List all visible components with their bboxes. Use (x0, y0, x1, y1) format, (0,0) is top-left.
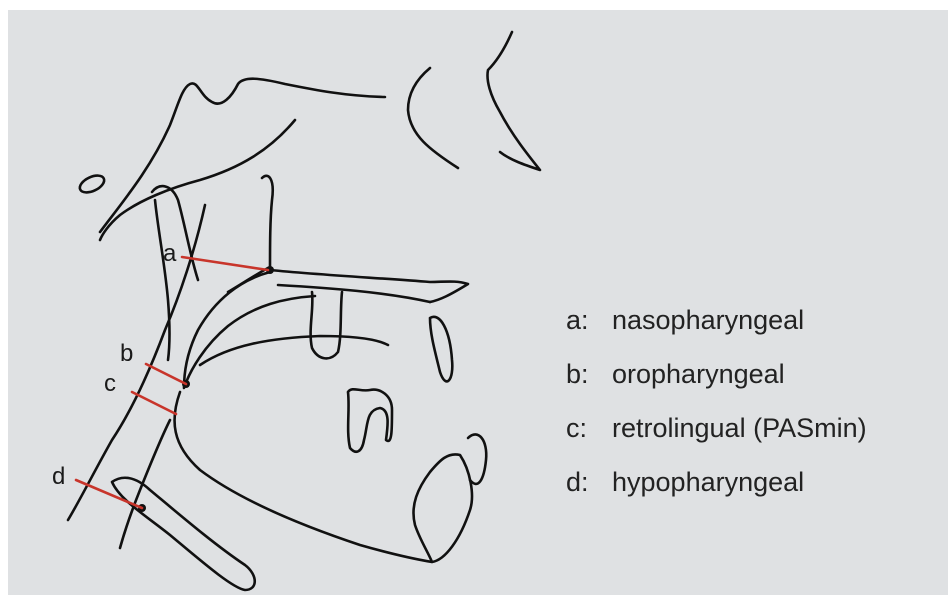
lower-molar-outline (348, 389, 392, 451)
ear-rod-outline (77, 172, 106, 196)
retrolingual-measure-line (132, 392, 176, 414)
cranial-base-outline (100, 79, 385, 232)
legend-item-d: d:hypopharyngeal (566, 467, 867, 521)
point-label-c: c (104, 370, 116, 398)
oropharyngeal-measure-line (146, 364, 186, 384)
legend-key: a: (566, 305, 612, 336)
legend: a:nasopharyngeal b:oropharyngeal c:retro… (566, 305, 867, 521)
hyoid-outline (112, 478, 255, 590)
legend-text: hypopharyngeal (612, 467, 804, 497)
tongue-dorsum (184, 272, 315, 388)
point-label-a: a (163, 240, 176, 268)
lower-incisor-outline (468, 434, 486, 484)
legend-item-b: b:oropharyngeal (566, 359, 867, 413)
legend-key: d: (566, 467, 612, 498)
maxilla-outline (278, 285, 430, 302)
nasal-bone-outline (408, 68, 458, 168)
upper-molar-outline (311, 292, 342, 358)
posterior-pharyngeal-wall (68, 205, 205, 520)
mandible-outline (175, 392, 472, 562)
legend-text: retrolingual (PASmin) (612, 413, 867, 443)
legend-key: c: (566, 413, 612, 444)
occlusal-curve (200, 336, 388, 365)
legend-item-c: c:retrolingual (PASmin) (566, 413, 867, 467)
pterygoid-outline (100, 120, 295, 240)
upper-incisor-outline (430, 317, 452, 382)
legend-text: oropharyngeal (612, 359, 785, 389)
legend-text: nasopharyngeal (612, 305, 804, 335)
point-label-b: b (120, 340, 133, 368)
hypopharyngeal-measure-line (76, 480, 142, 508)
pterygomaxillary-fissure (262, 176, 273, 270)
legend-item-a: a:nasopharyngeal (566, 305, 867, 359)
legend-key: b: (566, 359, 612, 390)
point-label-d: d (52, 463, 65, 491)
nose-outline (488, 32, 541, 170)
